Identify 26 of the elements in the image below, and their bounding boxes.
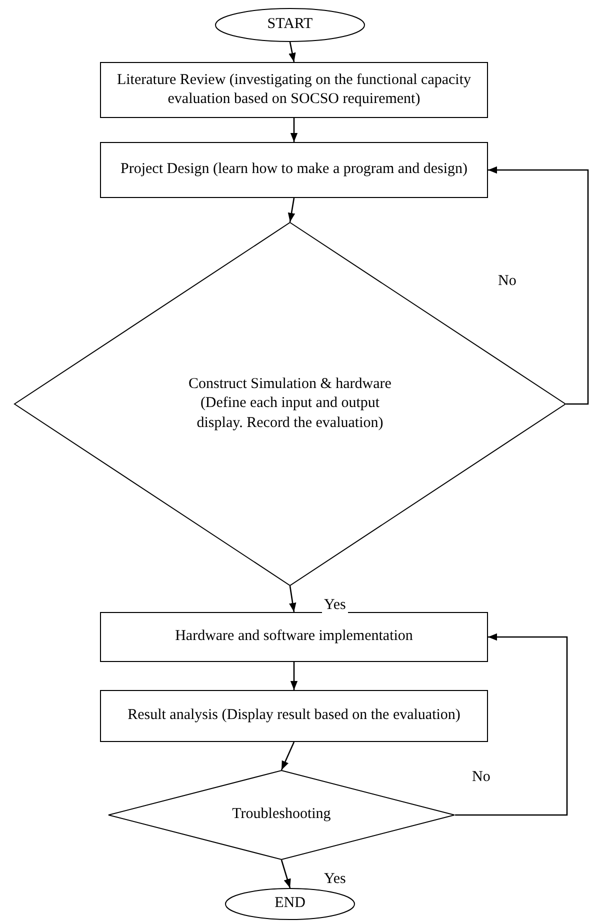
process-box [100,62,488,118]
arrow [289,586,296,612]
arrow [290,118,298,142]
arrow [288,198,296,222]
arrow [290,662,298,690]
process-box [100,612,488,662]
node-text: Literature Review (investigating on the functional capacity evaluation based on SOCSO requirement) [116,70,472,109]
process-box [100,690,488,742]
terminal-oval [225,888,355,920]
node-text: Construct Simulation & hardware (Define each input and output display. Record the evaluation) [188,374,392,433]
arrow [488,166,589,405]
decision-diamond [108,770,455,860]
terminal-oval [215,8,365,42]
node-text: Hardware and software implementation [174,627,414,646]
node-text: Project Design (learn how to make a program and design) [120,160,468,180]
process-box [100,142,488,198]
node-text: END [274,894,306,914]
arrow [280,860,291,888]
arrow [455,633,568,816]
node-text: Result analysis (Display result based on the evaluation) [126,706,462,726]
arrow [280,742,295,770]
node-text: START [266,15,314,34]
decision-diamond [14,222,566,586]
arrow [288,42,296,62]
edge-label: Yes [322,596,348,614]
node-text: Troubleshooting [231,805,332,824]
